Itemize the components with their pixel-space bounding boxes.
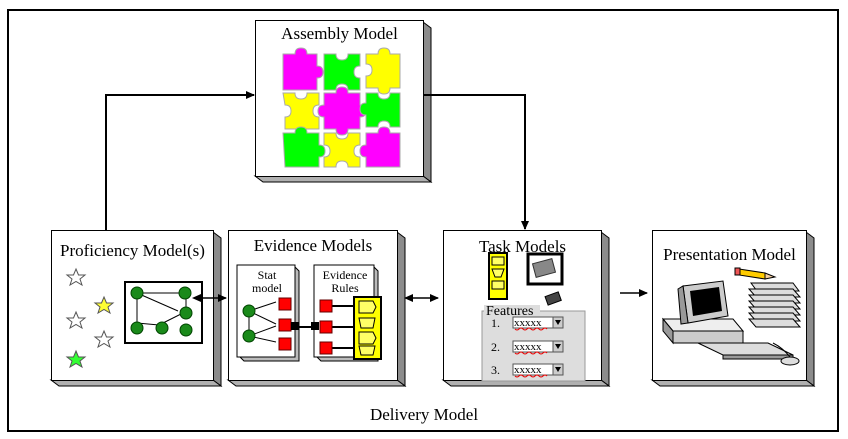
feature-row-3-value[interactable]: xxxxx	[514, 364, 542, 376]
computer-icon	[661, 280, 800, 366]
proficiency-model-title: Proficiency Model(s)	[60, 241, 205, 260]
feature-row-1-number: 1.	[491, 316, 500, 330]
evidence-rules-label-line2: Rules	[331, 281, 359, 295]
delivery-model-label: Delivery Model	[369, 405, 479, 424]
puzzle-piece-green-icon	[359, 92, 401, 128]
task-graphic	[481, 252, 586, 382]
observable-node	[278, 337, 292, 351]
evidence-graphic	[236, 264, 382, 362]
assembly-model-box: Assembly Model	[255, 20, 424, 177]
feature-dropdowns	[512, 316, 564, 378]
stat-model-label-line2: model	[252, 281, 282, 295]
puzzle-piece-magenta-icon	[359, 126, 401, 168]
pencil-icon	[734, 267, 777, 280]
computer-graphic	[661, 267, 802, 366]
star-icon	[65, 349, 87, 369]
feature-row-2-value[interactable]: xxxxx	[514, 341, 542, 353]
paper-stack-icon	[747, 282, 802, 328]
puzzle-piece-magenta-icon	[317, 86, 367, 136]
puzzle-piece-magenta-icon	[282, 47, 324, 91]
network-node	[178, 286, 192, 300]
puzzle-piece-yellow-icon	[282, 92, 320, 130]
network-node	[179, 306, 193, 320]
feature-row-2-number: 2.	[491, 340, 500, 354]
observable-node	[319, 320, 333, 334]
puzzle-piece-green-icon	[282, 126, 326, 168]
network-node	[242, 329, 256, 343]
star-icon	[65, 267, 87, 287]
evidence-rules-label-line1: Evidence	[322, 268, 368, 282]
arrow-proficiency-to-assembly	[105, 91, 255, 230]
feature-row-3-number: 3.	[491, 363, 500, 377]
evidence-models-title: Evidence Models	[253, 236, 373, 255]
observable-node	[319, 299, 333, 313]
star-icon	[65, 310, 87, 330]
network-node	[155, 321, 169, 335]
observable-node	[319, 341, 333, 355]
observable-node	[278, 297, 292, 311]
puzzle-pieces	[282, 47, 401, 168]
star-icon	[93, 295, 115, 315]
features-label: Features	[486, 304, 534, 319]
puzzle-piece-green-icon	[323, 53, 361, 91]
proficiency-graphic	[65, 267, 203, 369]
puzzle-piece-yellow-icon	[365, 47, 401, 95]
network-node	[242, 304, 256, 318]
network-node	[179, 323, 193, 337]
presentation-model-box: Presentation Model	[652, 230, 807, 381]
device-icon	[544, 291, 562, 306]
evidence-models-box: Evidence Models	[228, 230, 398, 381]
task-models-box: Task Models	[443, 230, 602, 382]
network-node	[130, 321, 144, 335]
presentation-model-title: Presentation Model	[663, 245, 796, 264]
stat-model-label-line1: Stat	[257, 268, 277, 282]
network-node	[130, 286, 144, 300]
delivery-model-frame	[7, 9, 839, 432]
task-models-title: Task Models	[478, 237, 567, 256]
arrow-assembly-to-task	[424, 94, 529, 230]
proficiency-model-box: Proficiency Model(s)	[51, 230, 214, 381]
assembly-model-title: Assembly Model	[281, 24, 398, 43]
puzzle-piece-yellow-icon	[323, 132, 361, 168]
star-icon	[93, 329, 115, 349]
feature-row-1-value[interactable]: xxxxx	[514, 317, 542, 329]
